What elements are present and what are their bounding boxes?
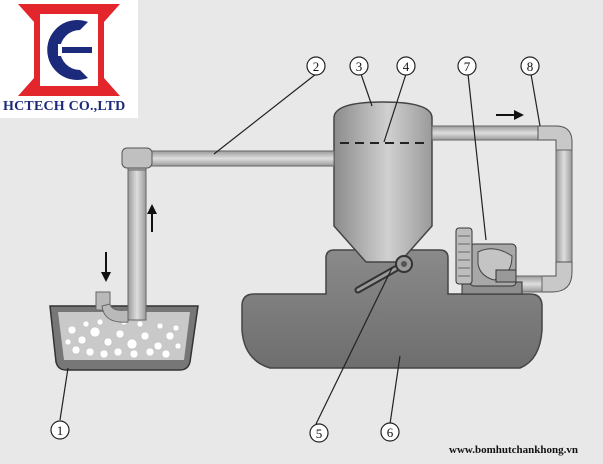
callout-8: 8 [520, 56, 540, 76]
svg-text:7: 7 [464, 59, 471, 74]
callout-3: 3 [349, 56, 369, 76]
callout-7: 7 [457, 56, 477, 76]
svg-text:8: 8 [527, 59, 534, 74]
callout-6: 6 [380, 422, 400, 442]
hctech-logo-mark [18, 4, 120, 96]
logo-panel: HCTECH CO.,LTD [0, 0, 138, 118]
vacuum-blower [455, 227, 523, 295]
bulk-material [64, 318, 182, 359]
machine-base [241, 249, 543, 369]
website-url: www.bomhutchankhong.vn [449, 444, 578, 456]
svg-text:2: 2 [313, 59, 320, 74]
hopper-tank [333, 101, 433, 263]
svg-text:4: 4 [403, 59, 410, 74]
callout-2: 2 [306, 56, 326, 76]
callout-5: 5 [309, 423, 329, 443]
svg-text:6: 6 [387, 425, 394, 440]
svg-text:5: 5 [316, 426, 323, 441]
svg-text:1: 1 [57, 423, 64, 438]
leader-lines [59, 73, 541, 425]
company-name: HCTECH CO.,LTD [3, 99, 126, 114]
callout-4: 4 [396, 56, 416, 76]
svg-text:3: 3 [356, 59, 363, 74]
callout-1: 1 [50, 420, 70, 440]
